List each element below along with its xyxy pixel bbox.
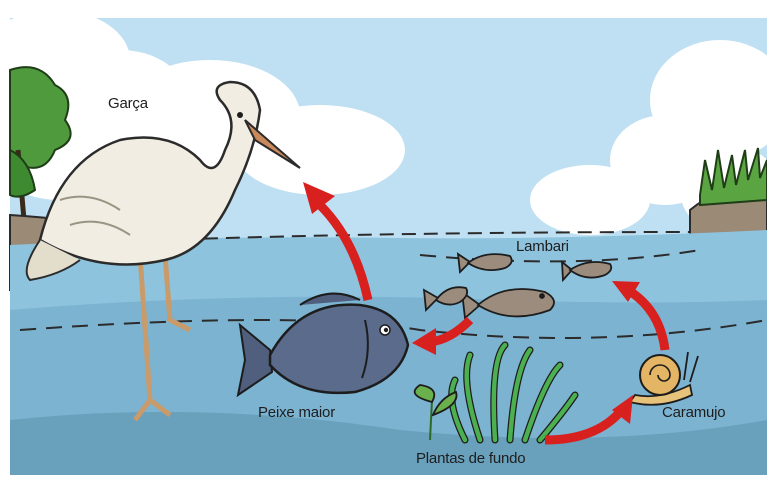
- label-lambari: Lambari: [516, 238, 569, 255]
- label-snail: Caramujo: [662, 404, 725, 421]
- label-plants: Plantas de fundo: [416, 450, 525, 467]
- label-big-fish: Peixe maior: [258, 404, 335, 421]
- label-heron: Garça: [108, 95, 148, 112]
